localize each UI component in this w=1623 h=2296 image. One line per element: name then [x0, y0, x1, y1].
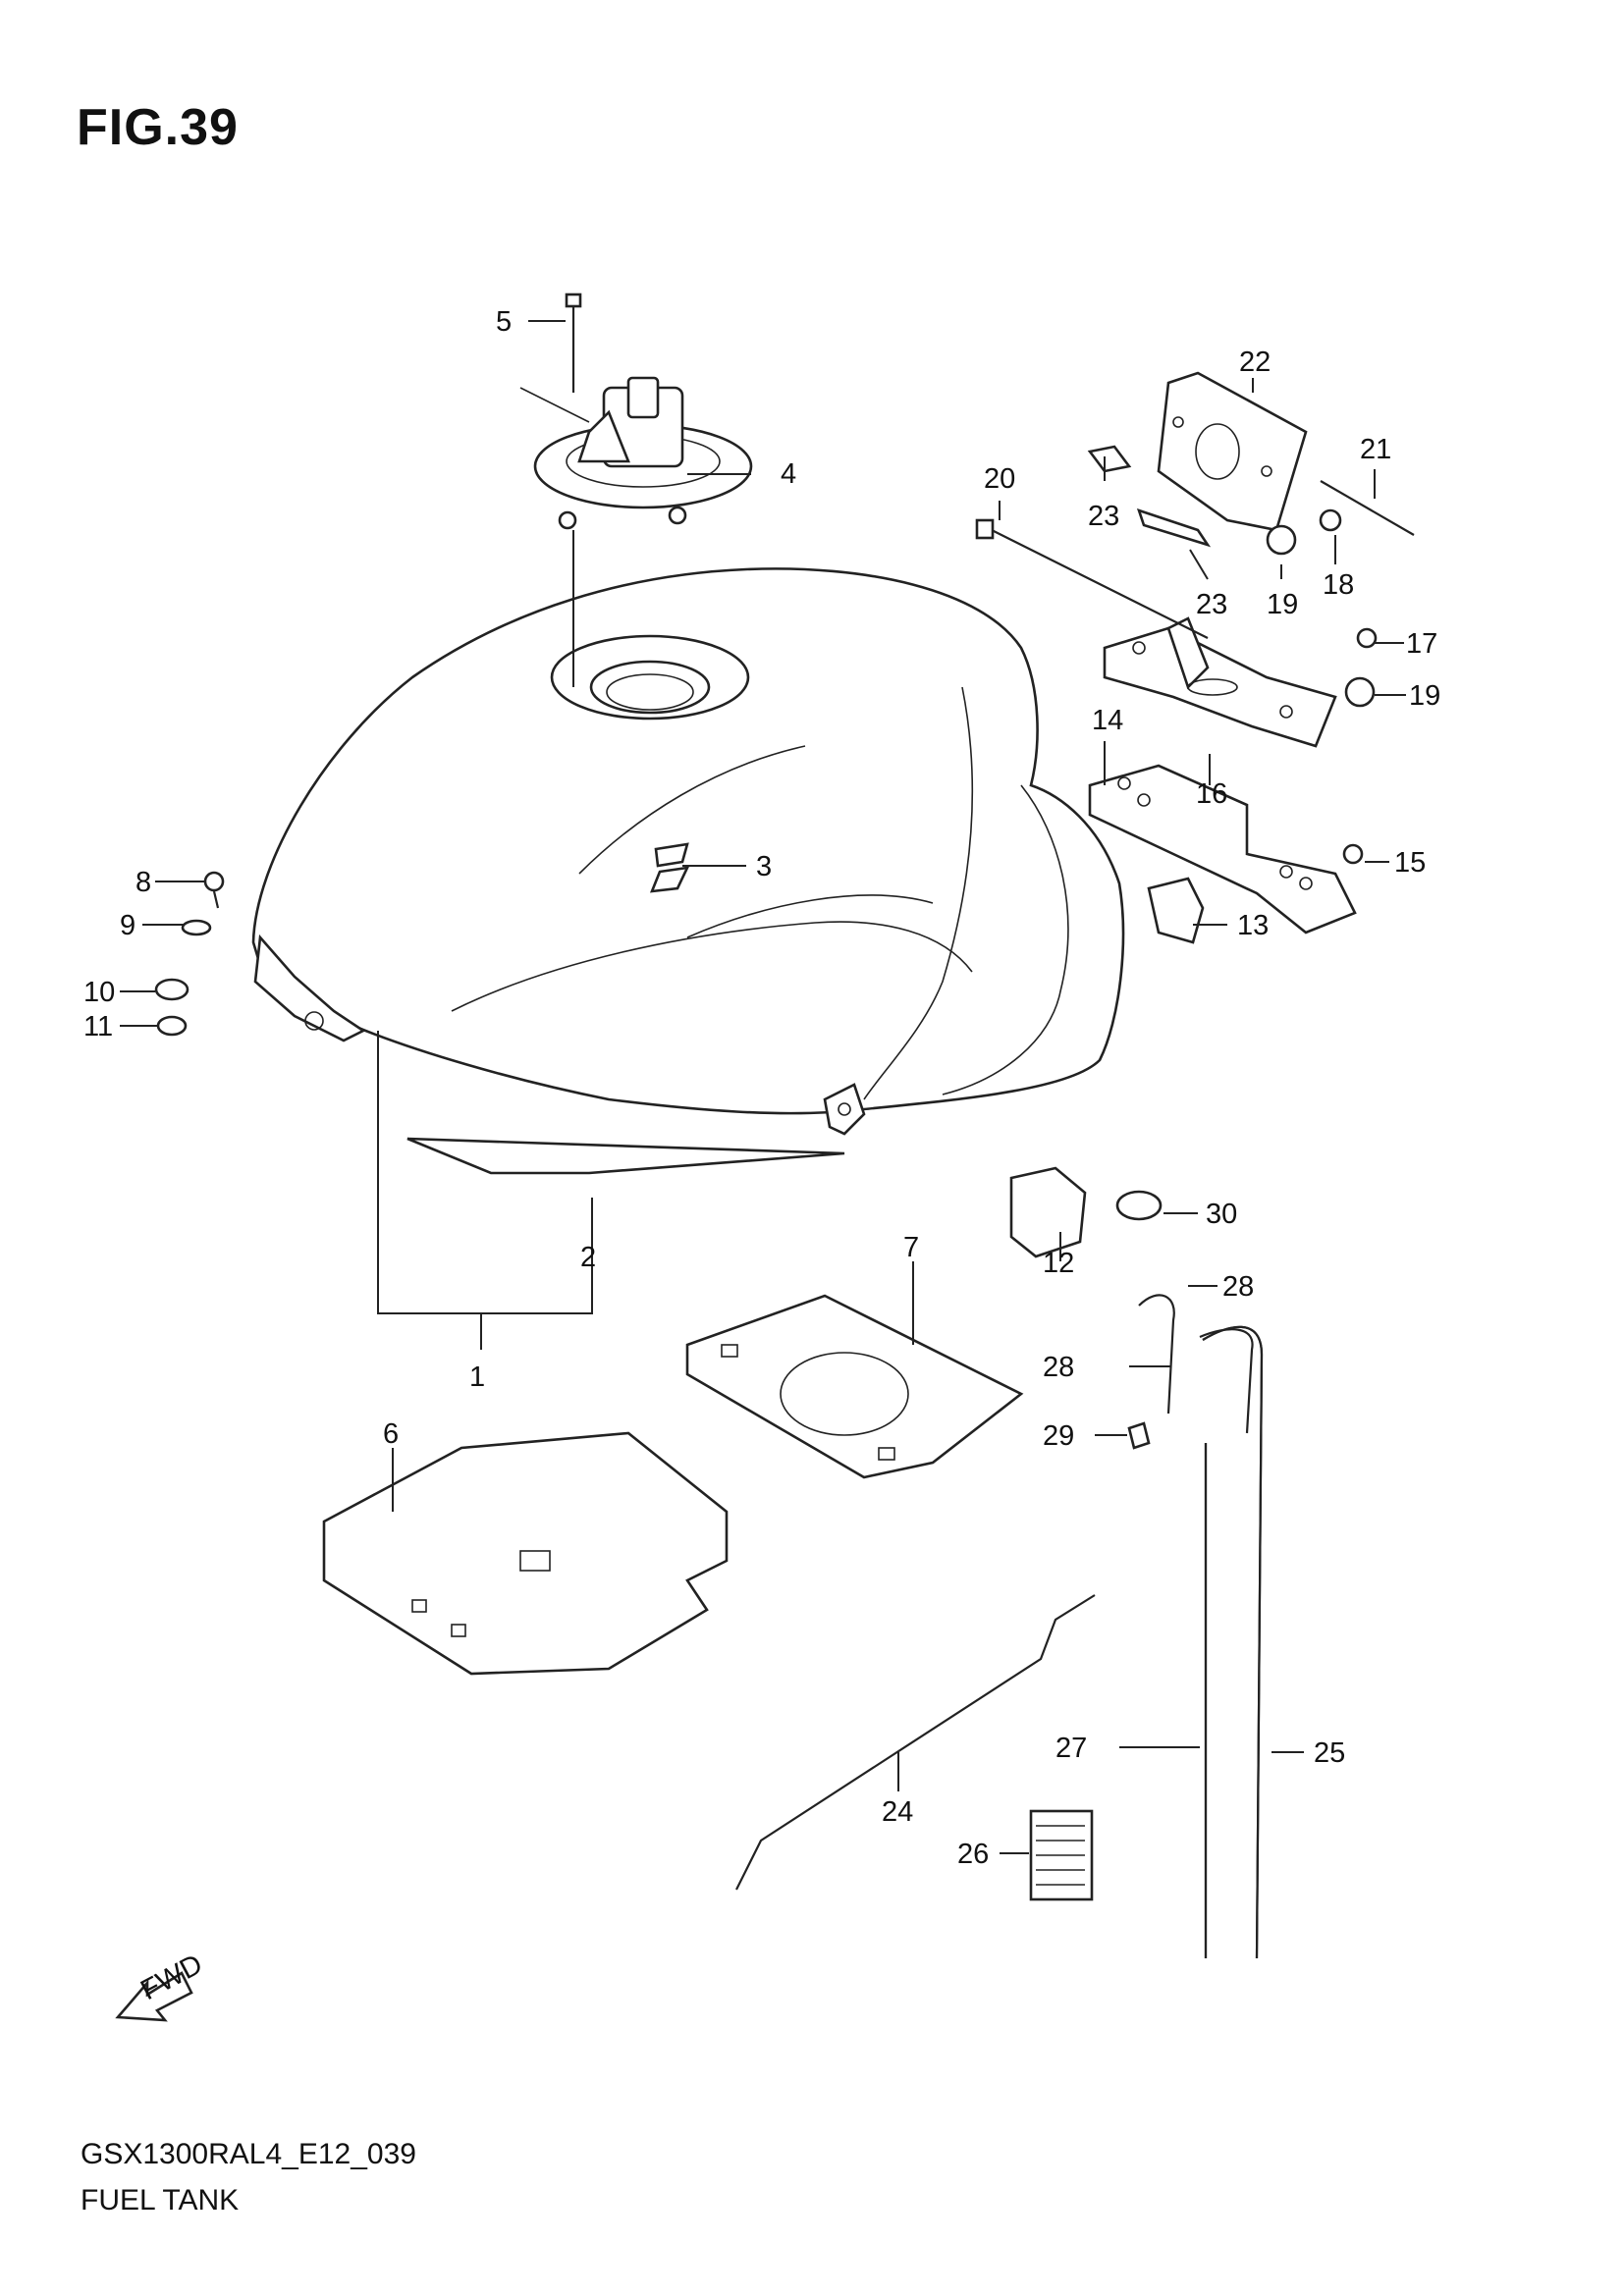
callout-11: 11 [83, 1011, 113, 1042]
callout-29: 29 [1043, 1420, 1074, 1452]
callout-19b: 19 [1409, 680, 1440, 712]
callout-9: 9 [120, 910, 135, 941]
joint-29 [1127, 1421, 1151, 1450]
callout-24: 24 [882, 1796, 913, 1828]
long-bolt-head [975, 518, 995, 540]
rear-bracket-14 [1088, 764, 1357, 934]
callout-3: 3 [756, 851, 772, 882]
suzuki-emblem [649, 842, 690, 893]
callout-4: 4 [781, 458, 796, 490]
callout-23a: 23 [1088, 501, 1119, 532]
callout-19a: 19 [1267, 589, 1298, 620]
callout-10: 10 [83, 977, 115, 1008]
cap-30 [1115, 1190, 1163, 1221]
cap-bolt [565, 293, 582, 393]
callout-13: 13 [1237, 910, 1269, 941]
callout-12: 12 [1043, 1248, 1074, 1279]
callout-1: 1 [469, 1362, 485, 1393]
callout-26: 26 [957, 1839, 989, 1870]
hose-25-inner [1202, 1325, 1264, 1959]
hose-28a [1199, 1328, 1254, 1434]
figure-code: GSX1300RAL4_E12_039 [81, 2138, 416, 2170]
callout-18: 18 [1323, 569, 1354, 601]
leader-lines [120, 320, 1406, 1854]
callout-23b: 23 [1196, 589, 1227, 620]
pad-26-pattern [1036, 1825, 1085, 1886]
callout-15: 15 [1394, 847, 1426, 879]
callout-2: 2 [580, 1242, 596, 1273]
callout-22: 22 [1239, 347, 1271, 378]
nut-19a [1266, 524, 1297, 556]
callout-5: 5 [496, 306, 512, 338]
tank-pad-7 [685, 1294, 1024, 1479]
upper-bracket-16 [1103, 616, 1337, 748]
fuel-cap-assembly [519, 376, 753, 530]
fwd-arrow-icon: FWD [115, 1949, 208, 2022]
callout-17: 17 [1406, 628, 1437, 660]
callout-7: 7 [903, 1232, 919, 1263]
screw-17 [1356, 627, 1378, 649]
side-decal-2 [406, 1137, 845, 1175]
heat-shield-6 [322, 1431, 729, 1676]
rubber-23a [1087, 445, 1132, 473]
clip-12 [1009, 1166, 1087, 1258]
hose-25 [1202, 1325, 1264, 1959]
callout-16: 16 [1196, 778, 1227, 810]
bolt-8 [203, 871, 225, 892]
callout-20: 20 [984, 463, 1015, 495]
callout-numbers: 1 2 3 4 5 6 7 8 9 10 11 12 13 14 15 16 1… [83, 306, 1440, 1870]
callout-28b: 28 [1043, 1352, 1074, 1383]
figure-name: FUEL TANK [81, 2184, 240, 2216]
callout-21: 21 [1360, 434, 1391, 465]
rubber-23b [1136, 507, 1212, 548]
screw-18 [1319, 508, 1342, 532]
long-bolt-20 [991, 529, 1209, 639]
callout-28a: 28 [1222, 1271, 1254, 1303]
pin-21 [1320, 480, 1415, 536]
washer-9 [181, 919, 212, 936]
hose-28b [1138, 1294, 1175, 1415]
collar-11 [156, 1015, 188, 1037]
fuel-tank [251, 567, 1125, 1136]
callout-25: 25 [1314, 1737, 1345, 1769]
screw-15 [1342, 843, 1364, 865]
cushion-13 [1147, 877, 1205, 944]
nut-19b [1344, 676, 1376, 708]
drain-hose-24 [735, 1594, 1096, 1891]
callout-6: 6 [383, 1418, 399, 1450]
cushion-10 [154, 978, 189, 1001]
bolt-8-shank [212, 890, 220, 909]
bracket-22 [1157, 371, 1308, 532]
callout-27: 27 [1055, 1733, 1087, 1764]
callout-8: 8 [135, 867, 151, 898]
callout-14: 14 [1092, 705, 1123, 736]
callout-30: 30 [1206, 1199, 1237, 1230]
figure-title: FIG.39 [77, 99, 239, 156]
